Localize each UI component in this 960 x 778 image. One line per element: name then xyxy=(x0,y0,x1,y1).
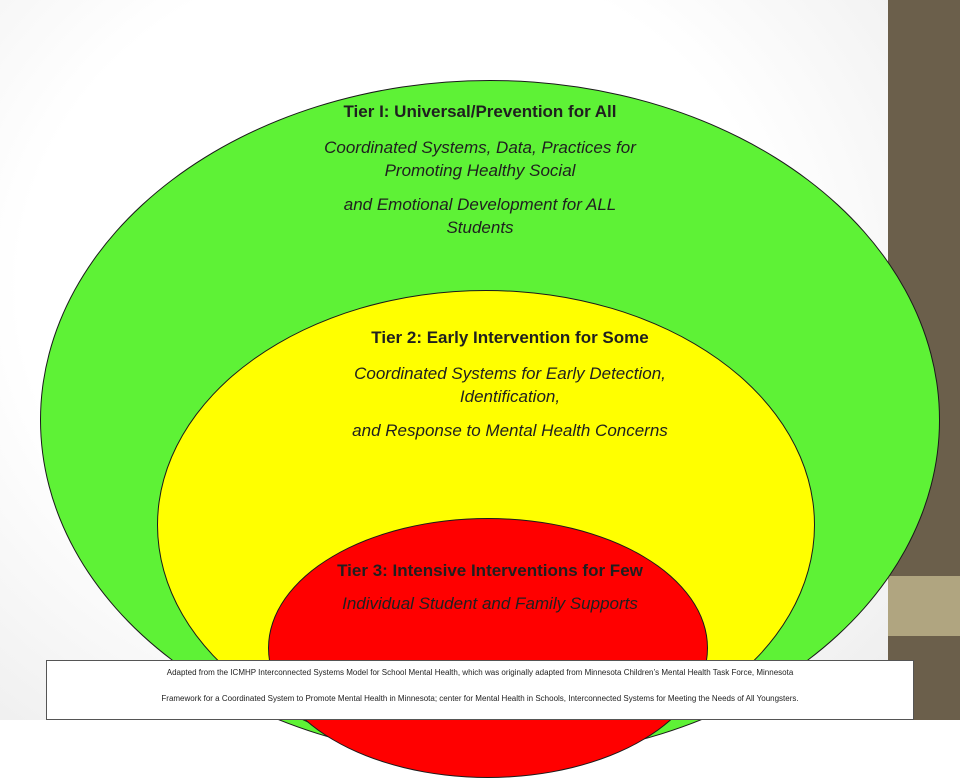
citation-line2: Framework for a Coordinated System to Pr… xyxy=(161,694,799,703)
tier3-desc-line1: Individual Student and Family Supports xyxy=(342,594,638,613)
tier2-desc-line1: Coordinated Systems for Early Detection, xyxy=(354,364,666,383)
tier3-title: Tier 3: Intensive Interventions for Few xyxy=(337,561,643,580)
side-accent-block xyxy=(888,576,960,636)
tier2-desc-line3: and Response to Mental Health Concerns xyxy=(352,421,668,440)
tier1-text-block: Tier I: Universal/Prevention for All Coo… xyxy=(270,102,690,239)
tier2-title: Tier 2: Early Intervention for Some xyxy=(371,328,649,347)
tier2-text-block: Tier 2: Early Intervention for Some Coor… xyxy=(290,328,730,442)
tier1-title: Tier I: Universal/Prevention for All xyxy=(343,102,617,121)
tier1-desc-line4: Students xyxy=(446,218,514,237)
tier1-desc-line2: Promoting Healthy Social xyxy=(384,161,576,180)
tier3-text-block: Tier 3: Intensive Interventions for Few … xyxy=(270,561,710,615)
citation-footnote: Adapted from the ICMHP Interconnected Sy… xyxy=(46,660,914,720)
tier3-ellipse xyxy=(268,518,708,778)
citation-line1: Adapted from the ICMHP Interconnected Sy… xyxy=(166,668,794,677)
tier2-desc-line2: Identification, xyxy=(459,387,561,406)
tier1-desc-line3: and Emotional Development for ALL xyxy=(343,195,617,214)
tier1-desc-line1: Coordinated Systems, Data, Practices for xyxy=(324,138,636,157)
